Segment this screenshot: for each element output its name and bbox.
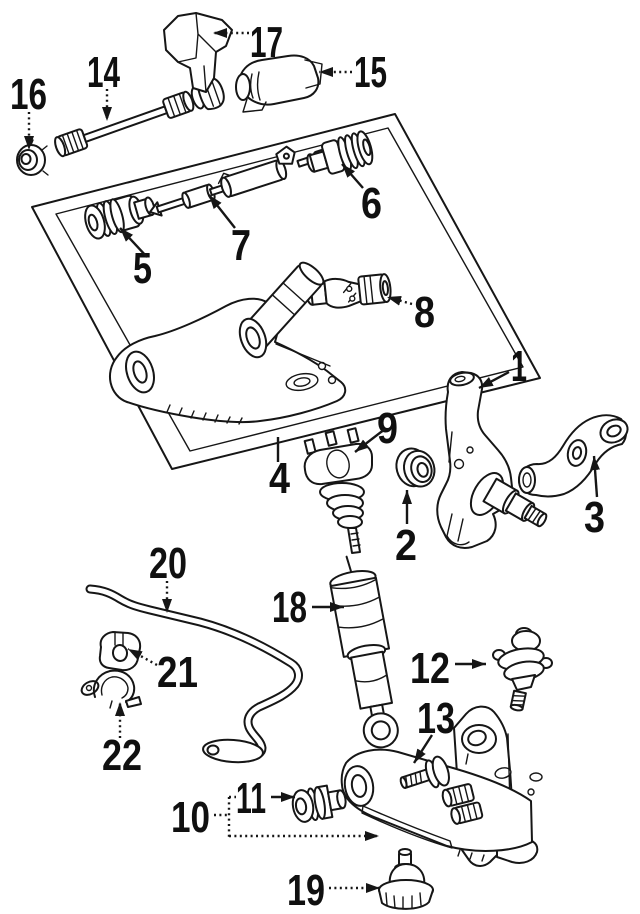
callout-21-arrow (127, 647, 158, 667)
callout-10-bracket (214, 795, 236, 837)
callout-16: 16 (10, 70, 47, 150)
callout-17-label: 17 (250, 18, 283, 67)
callout-18: 18 (272, 583, 344, 632)
callout-8-label: 8 (414, 288, 435, 337)
callout-3: 3 (584, 455, 605, 542)
callout-13-label: 13 (417, 694, 455, 743)
callout-14: 14 (87, 48, 120, 121)
callout-1: 1 (478, 342, 527, 391)
callout-19: 19 (287, 866, 380, 914)
callout-11-label: 11 (236, 774, 266, 823)
callout-6-arrow (341, 163, 364, 189)
callout-1-label: 1 (511, 342, 527, 391)
callout-2-label: 2 (395, 521, 417, 570)
callout-22-label: 22 (102, 731, 142, 780)
part-4-upper-control-arm (108, 261, 347, 425)
callout-21: 21 (127, 647, 198, 697)
callouts: 16 14 17 15 5 7 6 8 (10, 18, 605, 914)
callout-12-label: 12 (410, 644, 450, 693)
callout-22: 22 (102, 702, 142, 780)
callout-17: 17 (213, 18, 283, 67)
part-11-bushing (291, 784, 347, 823)
part-21-stabilizer-bushing (98, 631, 142, 672)
callout-4-label: 4 (269, 454, 290, 503)
part-13-bolt (399, 755, 450, 789)
part-6-bushing (306, 130, 374, 175)
callout-19-label: 19 (287, 866, 325, 914)
callout-18-label: 18 (272, 583, 307, 632)
part-3-steering-arm (518, 414, 629, 498)
part-1-steering-knuckle (436, 371, 548, 549)
callout-16-label: 16 (10, 70, 47, 119)
part-16-retainer-cap (16, 139, 49, 176)
part-10-lower-control-arm (340, 705, 543, 867)
callout-13-arrow (412, 734, 434, 764)
callout-7-arrow (208, 194, 236, 229)
callout-11: 11 (236, 774, 295, 823)
callout-9: 9 (354, 404, 398, 453)
part-12-ball-joint (492, 627, 553, 712)
callout-9-label: 9 (377, 404, 398, 453)
callout-10: 10 (171, 793, 379, 842)
callout-21-label: 21 (157, 648, 198, 697)
callout-4: 4 (269, 437, 290, 503)
part-15-housing (235, 54, 323, 113)
callout-7: 7 (208, 194, 251, 270)
callout-6-label: 6 (361, 179, 382, 228)
callout-2: 2 (395, 490, 417, 570)
callout-15-label: 15 (354, 48, 387, 97)
part-9-upper-ball-joint (303, 427, 373, 554)
callout-12: 12 (410, 644, 486, 693)
callout-1-arrow (478, 370, 510, 390)
callout-5-arrow (119, 227, 148, 258)
callout-8: 8 (386, 288, 435, 337)
callout-9-arrow (354, 428, 386, 453)
callout-8-arrow (386, 295, 413, 306)
part-2-seal (395, 447, 436, 488)
callout-20-label: 20 (149, 539, 187, 588)
callout-13: 13 (412, 694, 455, 764)
callout-10-label: 10 (171, 793, 210, 842)
callout-3-arrow (590, 455, 601, 498)
part-22-stabilizer-bracket (80, 669, 142, 709)
callout-20: 20 (149, 539, 187, 613)
part-19-ball-joint (378, 848, 434, 910)
callout-5: 5 (119, 227, 152, 293)
callout-6: 6 (341, 163, 382, 228)
part-17-bracket (163, 12, 233, 93)
part-7-shaft (149, 145, 330, 217)
callout-15: 15 (319, 48, 387, 97)
part-20-stabilizer-bar (85, 584, 303, 764)
part-5-bushing (84, 194, 156, 240)
part-18-shock-absorber (329, 555, 399, 749)
callout-7-label: 7 (231, 221, 251, 270)
callout-3-label: 3 (584, 493, 605, 542)
arm-top-bushings (441, 783, 484, 825)
callout-14-label: 14 (87, 48, 120, 97)
